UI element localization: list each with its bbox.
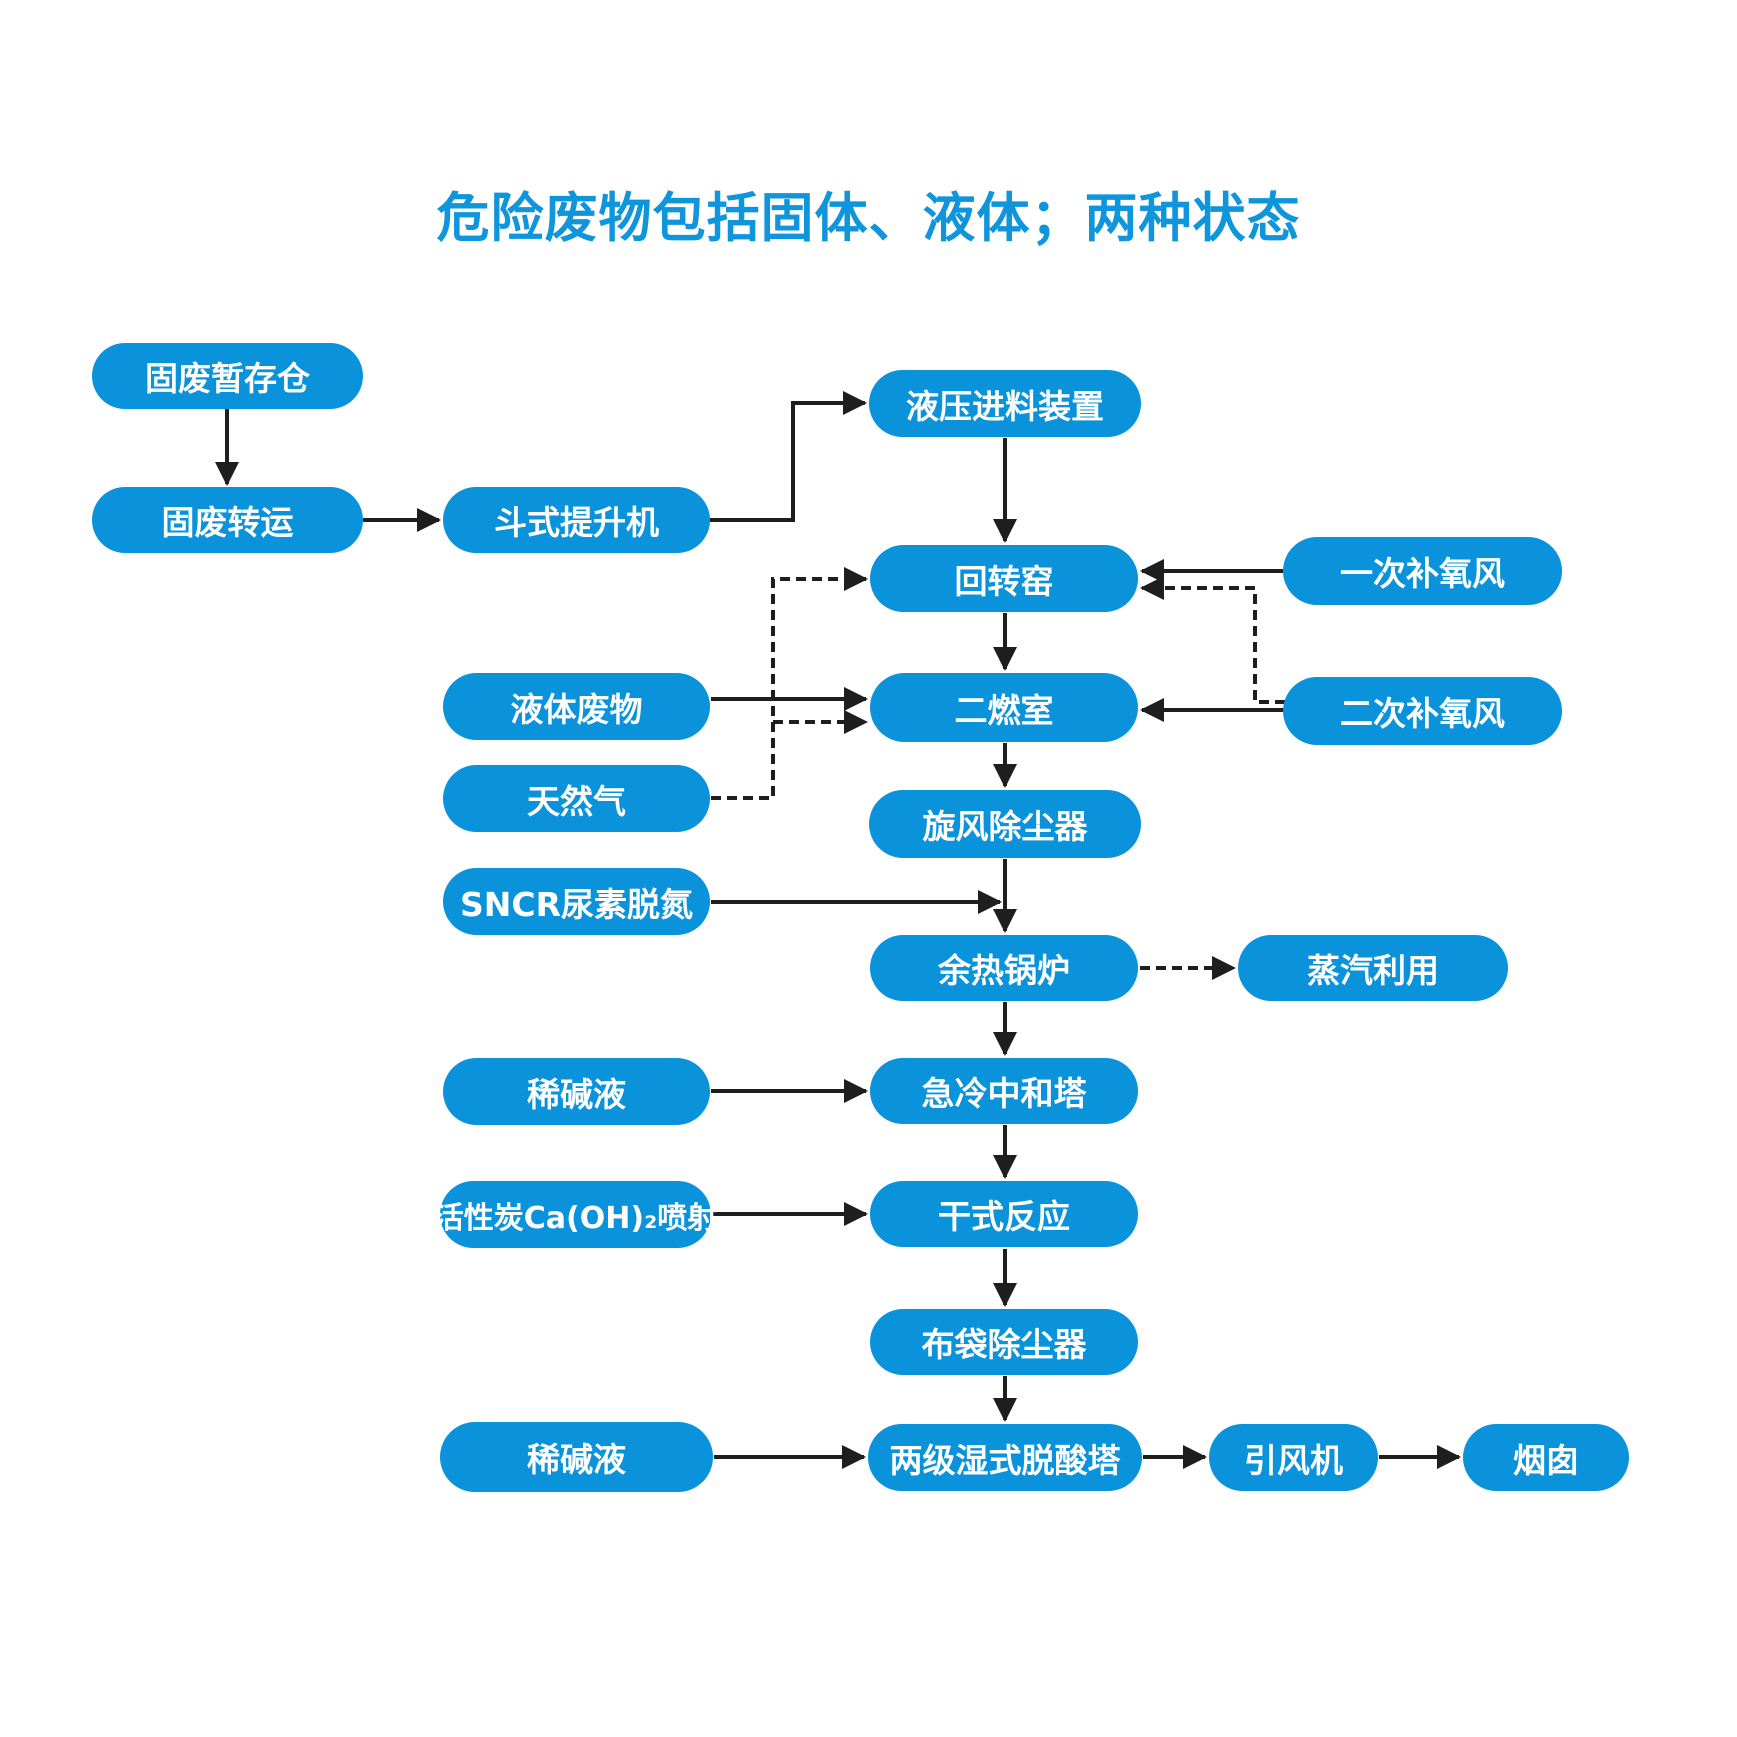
node-steam-utilization: 蒸汽利用 xyxy=(1238,935,1508,1001)
node-rotary-kiln: 回转窑 xyxy=(870,545,1138,612)
node-secondary-combustion-chamber: 二燃室 xyxy=(870,673,1138,742)
node-label: 旋风除尘器 xyxy=(922,807,1088,846)
node-label: 两级湿式脱酸塔 xyxy=(889,1440,1121,1480)
node-label: 天然气 xyxy=(527,781,626,821)
node-label: 干式反应 xyxy=(938,1197,1070,1236)
node-hydraulic-feeder: 液压进料装置 xyxy=(869,370,1141,437)
node-label: 余热锅炉 xyxy=(938,951,1070,990)
node-two-stage-wet-deacidification-tower: 两级湿式脱酸塔 xyxy=(868,1424,1142,1491)
node-label: 二次补氧风 xyxy=(1340,694,1505,733)
node-chimney: 烟囱 xyxy=(1463,1424,1629,1491)
node-label: 二燃室 xyxy=(954,690,1054,730)
node-primary-oxygen-air: 一次补氧风 xyxy=(1283,537,1562,605)
edges-group xyxy=(215,391,1461,1469)
node-secondary-oxygen-air: 二次补氧风 xyxy=(1283,677,1562,745)
node-solid-waste-storage: 固废暂存仓 xyxy=(92,343,363,409)
node-dry-reaction: 干式反应 xyxy=(870,1181,1138,1247)
node-bucket-elevator: 斗式提升机 xyxy=(443,487,710,553)
node-natural-gas: 天然气 xyxy=(443,765,710,832)
node-label: 回转窑 xyxy=(954,561,1054,601)
node-cyclone-dust-collector: 旋风除尘器 xyxy=(869,790,1141,858)
node-label: 引风机 xyxy=(1244,1440,1343,1480)
node-label: 布袋除尘器 xyxy=(921,1325,1087,1364)
node-liquid-waste: 液体废物 xyxy=(443,673,710,740)
node-induced-draft-fan: 引风机 xyxy=(1209,1424,1378,1491)
node-label: 蒸汽利用 xyxy=(1307,951,1439,990)
node-solid-waste-transfer: 固废转运 xyxy=(92,487,363,553)
node-quench-neutralization-tower: 急冷中和塔 xyxy=(870,1058,1138,1124)
node-dilute-alkali-1: 稀碱液 xyxy=(443,1058,710,1125)
edge-natural-gas-to-rotary-kiln xyxy=(711,567,868,800)
node-activated-carbon-caoh2-injection: 活性炭Ca(OH)₂喷射 xyxy=(434,1181,717,1248)
node-label: 稀碱液 xyxy=(527,1074,626,1114)
node-sncr-urea-denitration: SNCR尿素脱氮 xyxy=(443,868,710,935)
node-label: SNCR尿素脱氮 xyxy=(459,884,693,924)
edge-bucket-elevator-to-hydraulic-feeder xyxy=(710,391,867,522)
node-dilute-alkali-2: 稀碱液 xyxy=(440,1422,713,1492)
node-waste-heat-boiler: 余热锅炉 xyxy=(870,935,1138,1001)
node-label: 液压进料装置 xyxy=(906,386,1104,426)
node-bag-filter: 布袋除尘器 xyxy=(870,1309,1138,1375)
node-label: 活性炭Ca(OH)₂喷射 xyxy=(433,1200,718,1236)
node-label: 烟囱 xyxy=(1513,1440,1579,1480)
node-label: 一次补氧风 xyxy=(1340,554,1505,593)
node-label: 固废暂存仓 xyxy=(145,359,310,398)
node-label: 稀碱液 xyxy=(527,1440,626,1479)
node-label: 固废转运 xyxy=(161,503,294,542)
diagram-title: 危险废物包括固体、液体；两种状态 xyxy=(436,188,1301,249)
node-label: 斗式提升机 xyxy=(494,503,659,542)
edge-secondary-oxygen-air-to-rotary-kiln xyxy=(1140,576,1285,704)
node-label: 急冷中和塔 xyxy=(921,1074,1087,1113)
node-label: 液体废物 xyxy=(510,689,643,729)
